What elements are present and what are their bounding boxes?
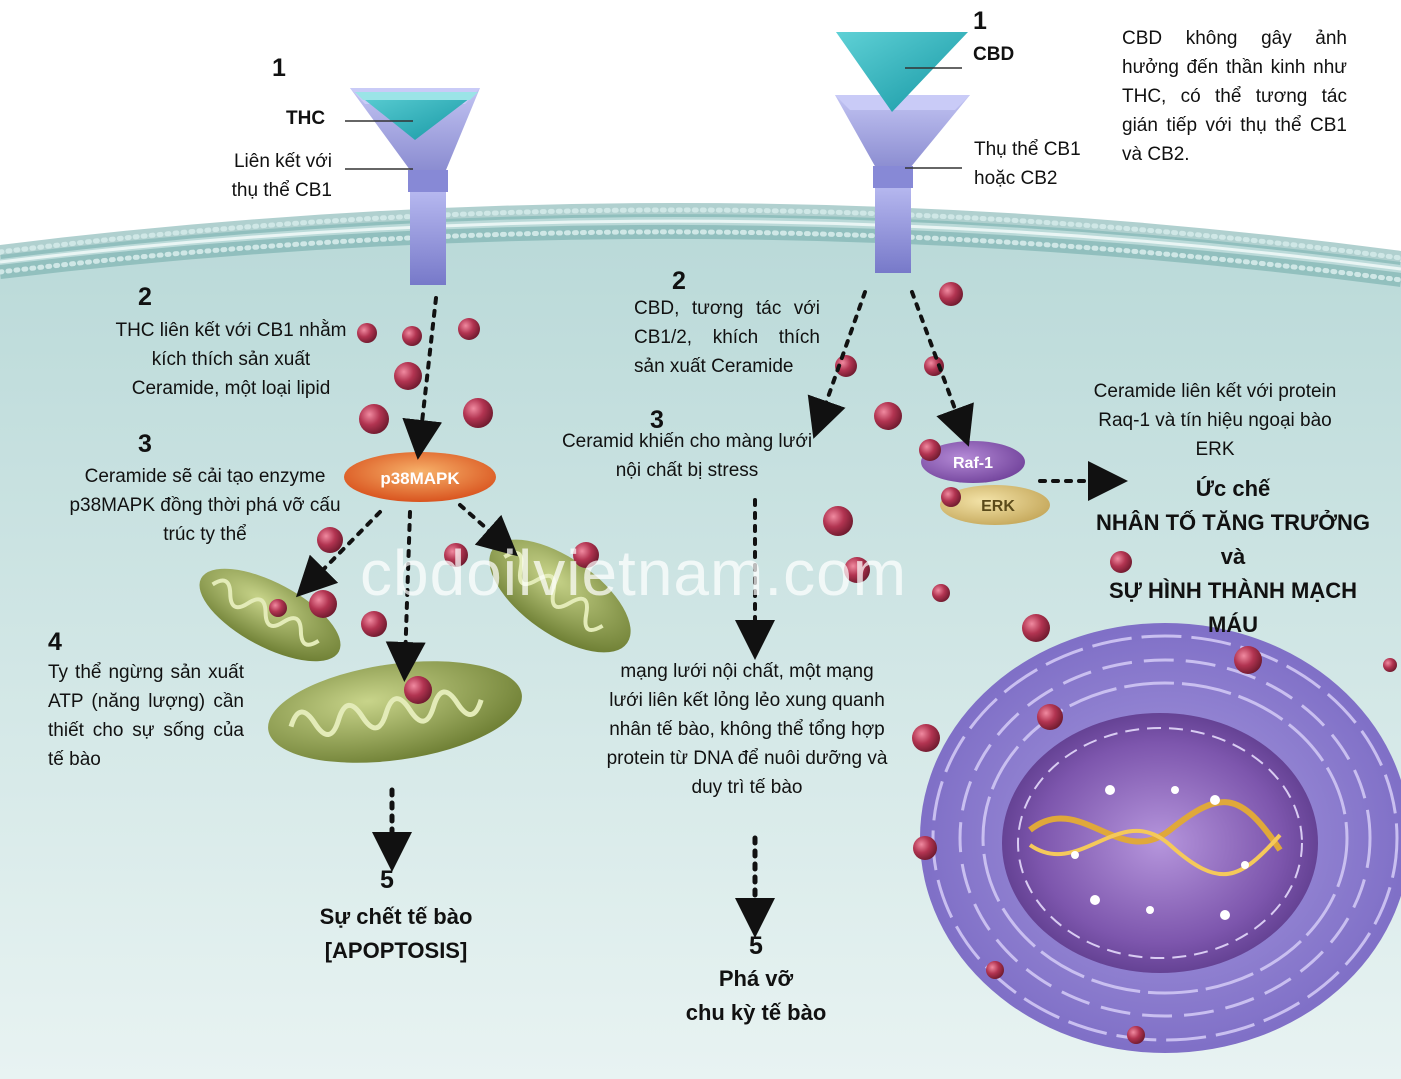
- cb1-cb2-receptor: [835, 95, 970, 273]
- apoptosis-result-line1: Sự chết tế bào: [319, 904, 473, 929]
- inhibit-line1: Ức chế: [1195, 476, 1271, 501]
- receptor-line1: Thụ thể CB1: [974, 139, 1081, 160]
- left-step2-number: 2: [138, 283, 152, 311]
- middle-step2-number: 2: [672, 267, 686, 295]
- raf1-protein: [921, 441, 1025, 483]
- p38mapk-label: p38MAPK: [380, 469, 460, 488]
- cell-nucleus: [920, 623, 1401, 1053]
- ceramide-erk-text: Ceramide liên kết với protein Raq-1 và t…: [1093, 381, 1337, 460]
- thc-bind-line2: thụ thể CB1: [231, 180, 332, 201]
- left-step4-number: 4: [48, 628, 62, 656]
- pathway-arrows: [295, 290, 1128, 938]
- inhibit-line3: và: [1220, 544, 1246, 569]
- inhibit-line5: MÁU: [1207, 612, 1259, 637]
- cbd-label: CBD: [973, 44, 1015, 65]
- ceramide-particles: [269, 282, 1397, 1044]
- thc-bind-line1: Liên kết với: [233, 151, 332, 172]
- left-step4-text: Ty thể ngừng sản xuất ATP (năng lượng) c…: [48, 662, 244, 770]
- erk-label: ERK: [981, 498, 1015, 515]
- mitochondrion-1: [199, 568, 341, 662]
- receptor-line2: hoặc CB2: [974, 168, 1058, 189]
- watermark: cbdoilvietnam.com: [360, 537, 907, 609]
- erk-protein: [940, 485, 1050, 525]
- left-step5-number: 5: [380, 866, 394, 894]
- cell-cycle-result-line1: Phá vỡ: [718, 966, 794, 991]
- left-step3-text: Ceramide sẽ cải tạo enzyme p38MAPK đồng …: [69, 466, 341, 545]
- er-description: mạng lưới nội chất, một mạng lưới liên k…: [606, 661, 888, 798]
- raf1-label: Raf-1: [953, 455, 993, 472]
- middle-step1-number: 1: [973, 7, 987, 35]
- left-step1-number: 1: [272, 54, 286, 82]
- left-step2-text: THC liên kết với CB1 nhằm kích thích sản…: [115, 320, 347, 399]
- mitochondrion-2: [268, 661, 522, 763]
- apoptosis-result-line2: [APOPTOSIS]: [324, 938, 468, 963]
- middle-step2-text: CBD, tương tác với CB1/2, khích thích sả…: [634, 298, 820, 377]
- middle-step3-text: Ceramid khiến cho màng lưới nội chất bị …: [561, 431, 813, 481]
- middle-step3-number: 3: [650, 406, 664, 434]
- thc-label: THC: [286, 108, 326, 129]
- cell-cycle-result-line2: chu kỳ tế bào: [685, 1000, 827, 1025]
- left-step3-number: 3: [138, 430, 152, 458]
- p38mapk-enzyme: [344, 452, 496, 502]
- cell-membrane: [0, 202, 1401, 287]
- inhibit-line2: NHÂN TỐ TĂNG TRƯỞNG: [1095, 510, 1371, 535]
- middle-step5-number: 5: [749, 932, 763, 960]
- cbd-molecule: [836, 32, 968, 112]
- cbd-note: CBD không gây ảnh hưởng đến thần kinh nh…: [1122, 28, 1347, 165]
- thc-molecule: [355, 92, 478, 140]
- inhibit-line4: SỰ HÌNH THÀNH MẠCH: [1108, 578, 1357, 603]
- mitochondrion-3: [489, 539, 631, 653]
